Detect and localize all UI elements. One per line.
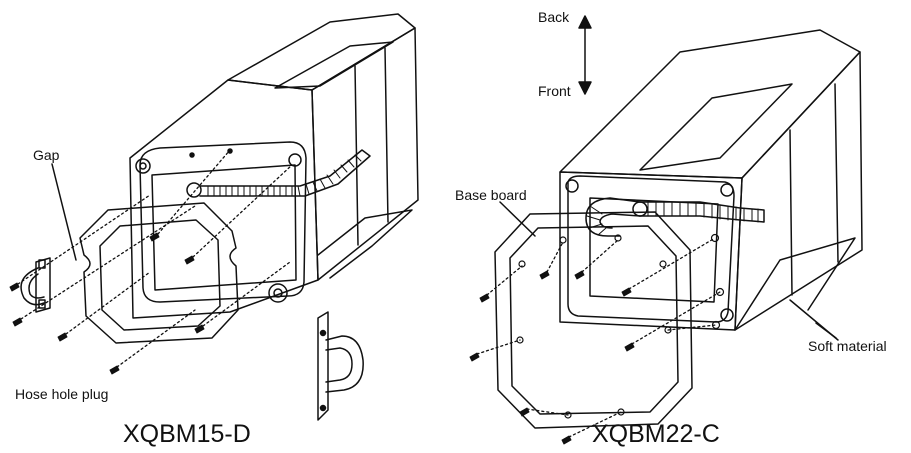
right-base-board — [494, 211, 693, 429]
left-machine-body — [129, 13, 419, 319]
left-screws — [9, 232, 205, 375]
left-hose — [199, 149, 371, 197]
gap-label: Gap — [33, 147, 60, 163]
left-base-sheet — [317, 209, 413, 279]
hose-hole-plug — [20, 257, 51, 313]
right-screws — [469, 270, 635, 445]
right-machine-body — [559, 29, 863, 331]
base-board-label: Base board — [455, 187, 527, 203]
hose-plug-detail — [317, 311, 364, 421]
right-frame-holes — [710, 233, 725, 330]
direction-arrow — [578, 15, 592, 95]
soft-material-sheet — [734, 237, 856, 331]
hose-hole-plug-label: Hose hole plug — [15, 386, 109, 402]
model-right-title: XQBM22-C — [592, 420, 720, 448]
left-base-board — [79, 202, 239, 344]
gap-leader-line — [51, 163, 77, 261]
front-label: Front — [538, 83, 571, 99]
soft-material-label: Soft material — [808, 338, 887, 354]
right-assembly-lines — [476, 237, 721, 438]
left-assembly-lines — [17, 149, 293, 368]
back-label: Back — [538, 9, 570, 25]
base-board-leader-line — [499, 201, 536, 237]
soft-material-leader-line-2 — [789, 299, 839, 341]
model-left-title: XQBM15-D — [123, 420, 251, 448]
right-hose — [585, 197, 765, 237]
